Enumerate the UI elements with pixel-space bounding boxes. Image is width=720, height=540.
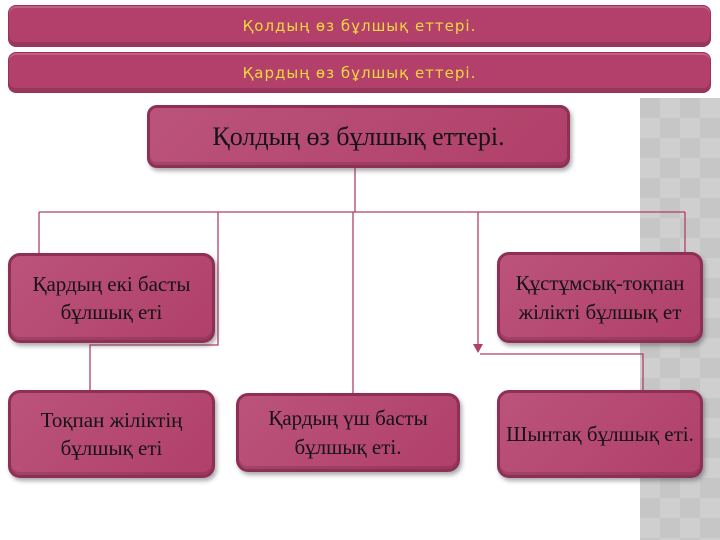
- banner-top-1: Қолдың өз бұлшық еттері.: [8, 5, 711, 47]
- diagram-root-node: Қолдың өз бұлшық еттері.: [147, 105, 570, 168]
- diagram-node-brachialis: Тоқпан жіліктің бұлшық еті: [8, 390, 215, 478]
- arrowhead-icon: [473, 344, 483, 353]
- diagram-node-triceps-label: Қардың үш басты бұлшық еті.: [268, 406, 428, 459]
- banner-top-1-label: Қолдың өз бұлшық еттері.: [242, 17, 477, 35]
- diagram-node-brachialis-label: Тоқпан жіліктің бұлшық еті: [40, 407, 183, 460]
- connector-to-anconeus: [480, 353, 644, 390]
- diagram-node-coraco-label: Құстұмсық-тоқпан жілікті бұлшық ет: [515, 271, 685, 324]
- diagram-node-triceps: Қардың үш басты бұлшық еті.: [236, 393, 460, 472]
- diagram-node-biceps-label: Қардың екі басты бұлшық еті: [32, 271, 191, 324]
- diagram-root-label: Қолдың өз бұлшық еттері.: [212, 121, 505, 151]
- diagram-node-coraco: Құстұмсық-тоқпан жілікті бұлшық ет: [497, 252, 703, 343]
- diagram-node-anconeus-label: Шынтақ бұлшық еті.: [506, 421, 694, 446]
- diagram-node-biceps: Қардың екі басты бұлшық еті: [8, 253, 215, 343]
- banner-top-2-label: Қардың өз бұлшық еттері.: [242, 63, 477, 82]
- banner-top-2: Қардың өз бұлшық еттері.: [8, 52, 711, 93]
- diagram-node-anconeus: Шынтақ бұлшық еті.: [497, 390, 703, 478]
